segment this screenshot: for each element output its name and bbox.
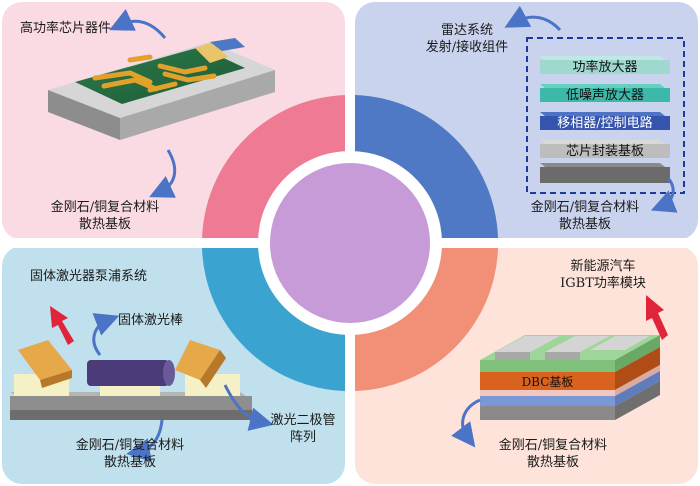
dbc-substrate-label: DBC基板	[521, 375, 574, 389]
radar-layer-stack	[540, 56, 670, 183]
arrow-to-chip-substrate	[149, 149, 177, 198]
laser-pump-illustration	[10, 306, 252, 420]
arrow-to-radar-substrate	[650, 177, 678, 213]
radar-layer-package-substrate: 芯片封装基板	[565, 144, 644, 159]
chip-device-title: 高功率芯片器件	[20, 21, 112, 36]
arrow-to-laser-substrate	[126, 419, 164, 462]
radar-substrate-label: 金刚石/铜复合材料 散热基板	[530, 200, 640, 232]
laser-rod-label: 固体激光棒	[118, 313, 184, 328]
chip-device-illustration	[48, 38, 275, 140]
laser-substrate-label: 金刚石/铜复合材料 散热基板	[75, 438, 185, 470]
arrow-to-igbt-substrate	[451, 398, 481, 448]
arrow-to-radar-title	[504, 5, 562, 32]
radar-dashed-box	[526, 37, 685, 194]
radar-layer-phase-shifter: 移相器/控制电路	[557, 116, 653, 131]
arrow-to-chip-title	[109, 9, 167, 39]
radar-layer-power-amplifier: 功率放大器	[572, 60, 638, 75]
center-circle	[270, 163, 430, 323]
diode-array-label: 激光二极管 阵列	[270, 413, 336, 445]
igbt-title: 新能源汽车 IGBT功率模块	[560, 259, 646, 291]
igbt-substrate-label: 金刚石/铜复合材料 散热基板	[498, 438, 608, 470]
arrow-to-laser-rod	[92, 313, 120, 356]
arrow-to-diode-array	[223, 384, 274, 431]
chip-substrate-label: 金刚石/铜复合材料 散热基板	[50, 200, 160, 232]
igbt-module-illustration	[480, 295, 668, 420]
laser-pump-title: 固体激光器泵浦系统	[30, 269, 148, 284]
radar-title: 雷达系统 发射/接收组件	[425, 23, 509, 55]
radar-layer-lna: 低噪声放大器	[565, 88, 644, 103]
